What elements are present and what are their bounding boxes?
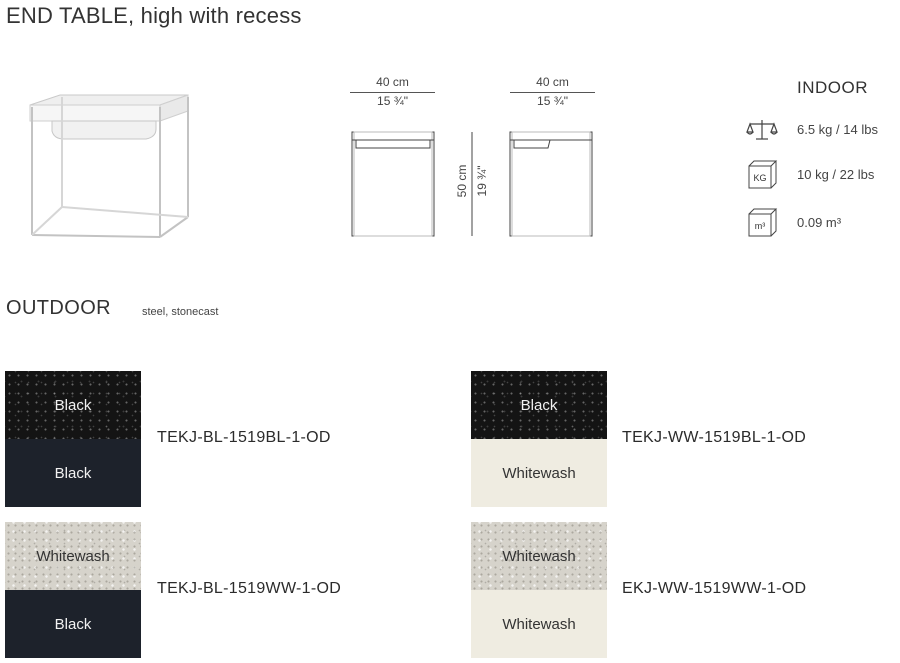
swatch-top-whitewash: Whitewash xyxy=(5,522,141,590)
variant-sku: TEKJ-BL-1519BL-1-OD xyxy=(157,429,331,446)
dimension-drawings: 40 cm 15 ¾" 40 cm 15 ¾" 50 cm 19 ¾" xyxy=(340,70,600,250)
volume-text: 0.09 m³ xyxy=(797,215,842,230)
table-outline-drawings xyxy=(351,131,593,237)
volume-box-label: m³ xyxy=(755,221,766,231)
variant-sku: TEKJ-WW-1519BL-1-OD xyxy=(622,429,807,446)
kg-box-label: KG xyxy=(753,173,766,183)
swatch-bottom-whitewash: Whitewash xyxy=(471,439,607,507)
swatch-top-black: Black xyxy=(471,371,607,439)
side-width-cm: 40 cm xyxy=(536,75,569,89)
front-width-cm: 40 cm xyxy=(376,75,409,89)
variant-sku: TEKJ-BL-1519WW-1-OD xyxy=(157,580,342,597)
swatch-top-black: Black xyxy=(5,371,141,439)
variant-swatch-whitewash-black: Whitewash Black xyxy=(5,522,141,658)
volume-box-icon: m³ xyxy=(748,208,778,237)
shipping-weight-text: 10 kg / 22 lbs xyxy=(797,167,875,182)
variant-swatch-whitewash-whitewash: Whitewash Whitewash xyxy=(471,522,607,658)
shipping-weight-spec: KG 10 kg / 22 lbs xyxy=(745,160,900,190)
page-title: END TABLE, high with recess xyxy=(6,3,302,28)
end-table-illustration xyxy=(29,94,189,238)
indoor-label: INDOOR xyxy=(797,78,868,97)
swatch-bottom-whitewash: Whitewash xyxy=(471,590,607,658)
variant-swatch-black-whitewash: Black Whitewash xyxy=(471,371,607,507)
side-width-in: 15 ¾" xyxy=(537,94,568,108)
swatch-bottom-black: Black xyxy=(5,590,141,658)
weight-spec: 6.5 kg / 14 lbs xyxy=(745,115,900,145)
scale-icon xyxy=(746,120,778,140)
height-in: 19 ¾" xyxy=(475,165,489,197)
volume-spec: m³ 0.09 m³ xyxy=(745,208,900,238)
front-width-in: 15 ¾" xyxy=(377,94,408,108)
outdoor-materials: steel, stonecast xyxy=(142,306,219,318)
variant-sku: EKJ-WW-1519WW-1-OD xyxy=(622,580,807,597)
height-cm: 50 cm xyxy=(455,164,469,198)
swatch-top-whitewash: Whitewash xyxy=(471,522,607,590)
weight-text: 6.5 kg / 14 lbs xyxy=(797,122,878,137)
kg-box-icon: KG xyxy=(748,160,778,189)
variant-swatch-black-black: Black Black xyxy=(5,371,141,507)
outdoor-label: OUTDOOR xyxy=(6,297,112,319)
swatch-bottom-black: Black xyxy=(5,439,141,507)
